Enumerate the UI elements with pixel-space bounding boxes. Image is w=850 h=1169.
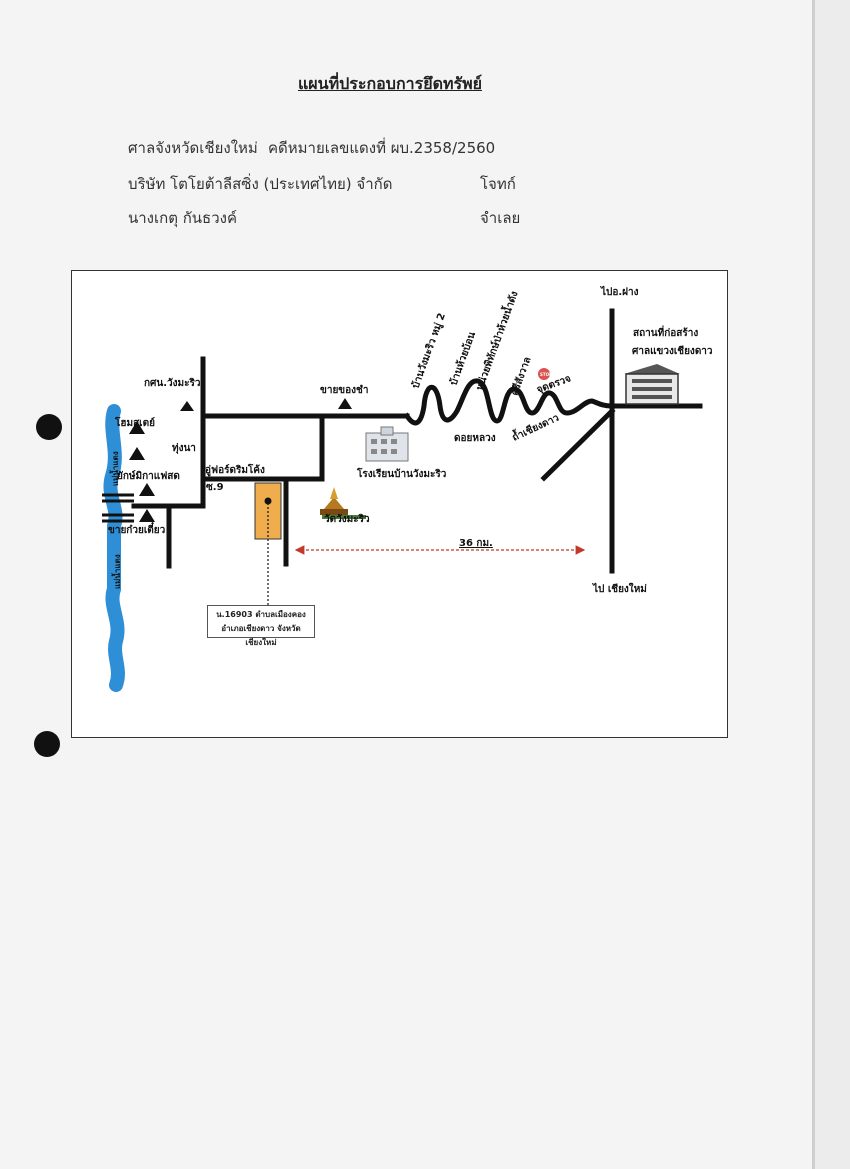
label-court: ศาลแขวงเชียงดาว xyxy=(632,345,713,357)
punch-hole xyxy=(36,414,62,440)
label-cafe: ยักษ์มิกาแฟสด xyxy=(117,470,180,482)
label-river-lower: แม่น้ำแตง xyxy=(111,554,122,589)
label-tham-chiang-dao: ถ้ำเชียงดาว xyxy=(509,410,561,444)
label-temple: วัดวังมะริว xyxy=(324,513,370,525)
label-to-fang: ไปอ.ฝาง xyxy=(600,285,639,298)
label-ranger-station: หน่วยพิทักษ์ป่าห้วยน้ำดัง xyxy=(472,289,521,392)
parcel-marker xyxy=(264,497,272,505)
label-grocery: ขายของชำ xyxy=(320,384,368,396)
label-to-chiangmai: ไป เชียงใหม่ xyxy=(592,582,647,595)
stop-sign-text: STOP xyxy=(540,372,552,377)
defendant-role: จำเลย xyxy=(480,209,521,227)
case-number: คดีหมายเลขแดงที่ ผบ.2358/2560 xyxy=(268,139,496,157)
label-rice-field: ทุ่งนา xyxy=(172,442,196,454)
label-soi: ซ.9 xyxy=(206,482,224,493)
plaintiff-role: โจทก์ xyxy=(480,175,516,193)
court-name: ศาลจังหวัดเชียงใหม่ xyxy=(128,139,258,157)
plaintiff-name: บริษัท โตโยต้าลีสซิ่ง (ประเทศไทย) จำกัด xyxy=(128,175,393,193)
parcel-address-box: น.16903 ตำบลเมืองคอง อำเภอเชียงดาว จังหว… xyxy=(207,605,315,647)
stop-sign-icon xyxy=(538,368,550,380)
courthouse-building-icon xyxy=(624,364,680,405)
label-noodle-shop: ขายก๋วยเตี๋ยว xyxy=(108,522,166,536)
label-village-office: กศน.วังมะริว xyxy=(144,377,201,389)
distance-label: 36 กม. xyxy=(459,538,493,549)
school-building-icon xyxy=(365,426,409,462)
label-repair-shop: อู่ฟอร์ดริมโค้ง xyxy=(205,463,265,477)
map-frame: STOP 36 กม. ไปอ.ฝาง ไป เชียงใหม่ สถานที่… xyxy=(71,270,728,738)
label-sri-sangwan: ศรีสังวาล xyxy=(509,355,534,397)
label-ban-wang-makhuea: บ้านวังมะริว หมู่ 2 xyxy=(410,311,449,390)
document-title: แผนที่ประกอบการยึดทรัพย์ xyxy=(297,74,483,93)
mountain-icon xyxy=(180,401,194,411)
label-school: โรงเรียนบ้านวังมะริว xyxy=(356,467,447,480)
river xyxy=(103,404,125,692)
label-homestay: โฮมสเตย์ xyxy=(114,416,155,429)
mountain-icon xyxy=(139,509,155,522)
label-doi-luang: ดอยหลวง xyxy=(454,433,496,444)
label-river-upper: แม่น้ำแตง xyxy=(109,451,120,486)
label-construction-site: สถานที่ก่อสร้าง xyxy=(633,325,698,339)
parcel-district-line: อำเภอเชียงดาว จังหวัดเชียงใหม่ xyxy=(221,624,301,647)
punch-hole xyxy=(34,731,60,757)
mountain-icon xyxy=(129,447,145,460)
bridge xyxy=(102,493,134,523)
temple-icon xyxy=(320,487,366,519)
page-margin xyxy=(815,0,850,1169)
defendant-name: นางเกตุ กันธวงค์ xyxy=(128,209,237,227)
label-ban-huai-bon: บ้านห้วยบ้อน xyxy=(448,330,479,387)
mountain-icon xyxy=(129,421,145,434)
mountain-icon xyxy=(338,398,352,409)
route-map: STOP 36 กม. ไปอ.ฝาง ไป เชียงใหม่ สถานที่… xyxy=(102,285,713,692)
mountain-icon xyxy=(139,483,155,496)
roads xyxy=(131,308,703,574)
page-edge-shadow xyxy=(812,0,815,1169)
parcel-deed-line: น.16903 ตำบลเมืองคอง xyxy=(216,610,306,619)
